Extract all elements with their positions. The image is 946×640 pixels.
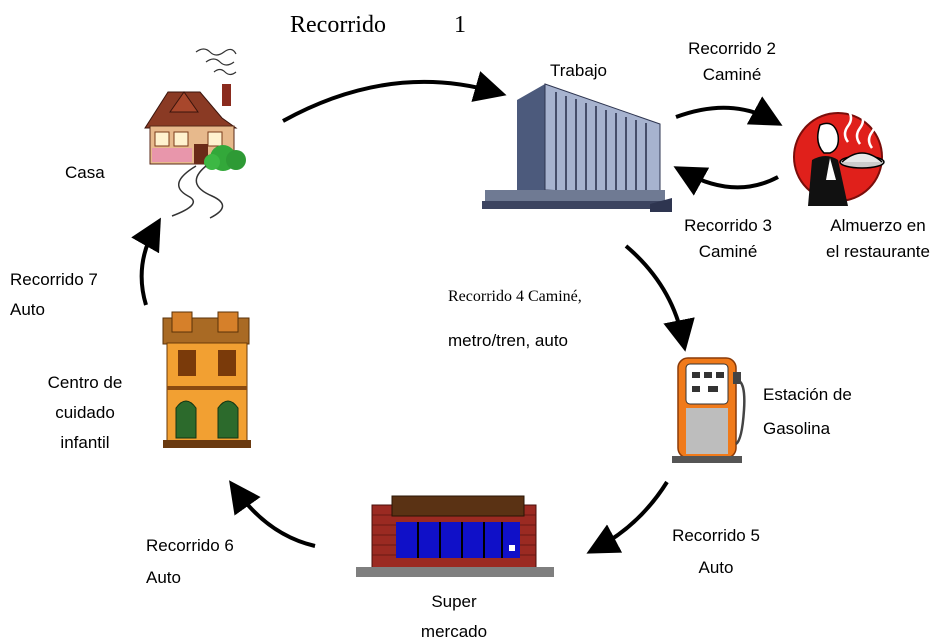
label-supermercado: Super mercado	[394, 589, 514, 640]
supermercado-line-2: mercado	[420, 622, 488, 640]
label-trip-7: Recorrido 7 Auto	[10, 267, 98, 323]
restaurante-line-1: Almuerzo en	[830, 216, 926, 235]
guarderia-line-2: cuidado	[55, 403, 115, 422]
supermercado-line-1: Super	[431, 592, 477, 611]
trip-6-mode: Auto	[146, 568, 181, 587]
diagram-title: Recorrido 1	[290, 10, 466, 40]
trip-3-mode: Caminé	[698, 242, 758, 261]
label-trip-4-line-2: metro/tren, auto	[448, 331, 569, 350]
gasolina-line-2: Gasolina	[763, 419, 831, 438]
gasolina-line-1: Estación de	[763, 385, 852, 404]
arrow-trip-2	[675, 96, 783, 126]
trip-7-mode: Auto	[10, 300, 45, 319]
trip-3-name: Recorrido 3	[684, 216, 772, 235]
trip-2-mode: Caminé	[702, 65, 762, 84]
title-number: 1	[453, 12, 466, 38]
label-trip-4-line-1: Recorrido 4 Caminé,	[448, 288, 582, 305]
trip-2-name: Recorrido 2	[688, 39, 776, 58]
arrow-trip-7	[131, 217, 161, 306]
label-restaurante: Almuerzo en el restaurante	[808, 213, 946, 265]
guarderia-line-3: infantil	[60, 433, 110, 452]
label-gasolina: Estación de Gasolina	[763, 382, 852, 442]
trip-6-name: Recorrido 6	[146, 536, 234, 555]
title-text: Recorrido	[290, 12, 386, 38]
arrow-trip-4	[624, 244, 695, 352]
label-trip-2: Recorrido 2 Caminé	[672, 36, 792, 88]
label-casa: Casa	[65, 163, 105, 182]
label-guarderia: Centro de cuidado infantil	[25, 370, 145, 456]
arrow-trip-5	[586, 480, 669, 554]
label-trip-5: Recorrido 5 Auto	[656, 523, 776, 581]
label-trip-3: Recorrido 3 Caminé	[668, 213, 788, 265]
label-trip-6: Recorrido 6 Auto	[146, 533, 234, 591]
arrow-trip-6	[229, 480, 316, 548]
trip-5-mode: Auto	[698, 558, 734, 577]
trip-5-name: Recorrido 5	[672, 526, 760, 545]
label-trabajo: Trabajo	[550, 61, 608, 80]
guarderia-line-1: Centro de	[47, 373, 123, 392]
arrow-trip-3	[673, 166, 779, 196]
trip-7-name: Recorrido 7	[10, 270, 98, 289]
arrow-trip-1	[282, 71, 507, 123]
restaurante-line-2: el restaurante	[826, 242, 930, 261]
